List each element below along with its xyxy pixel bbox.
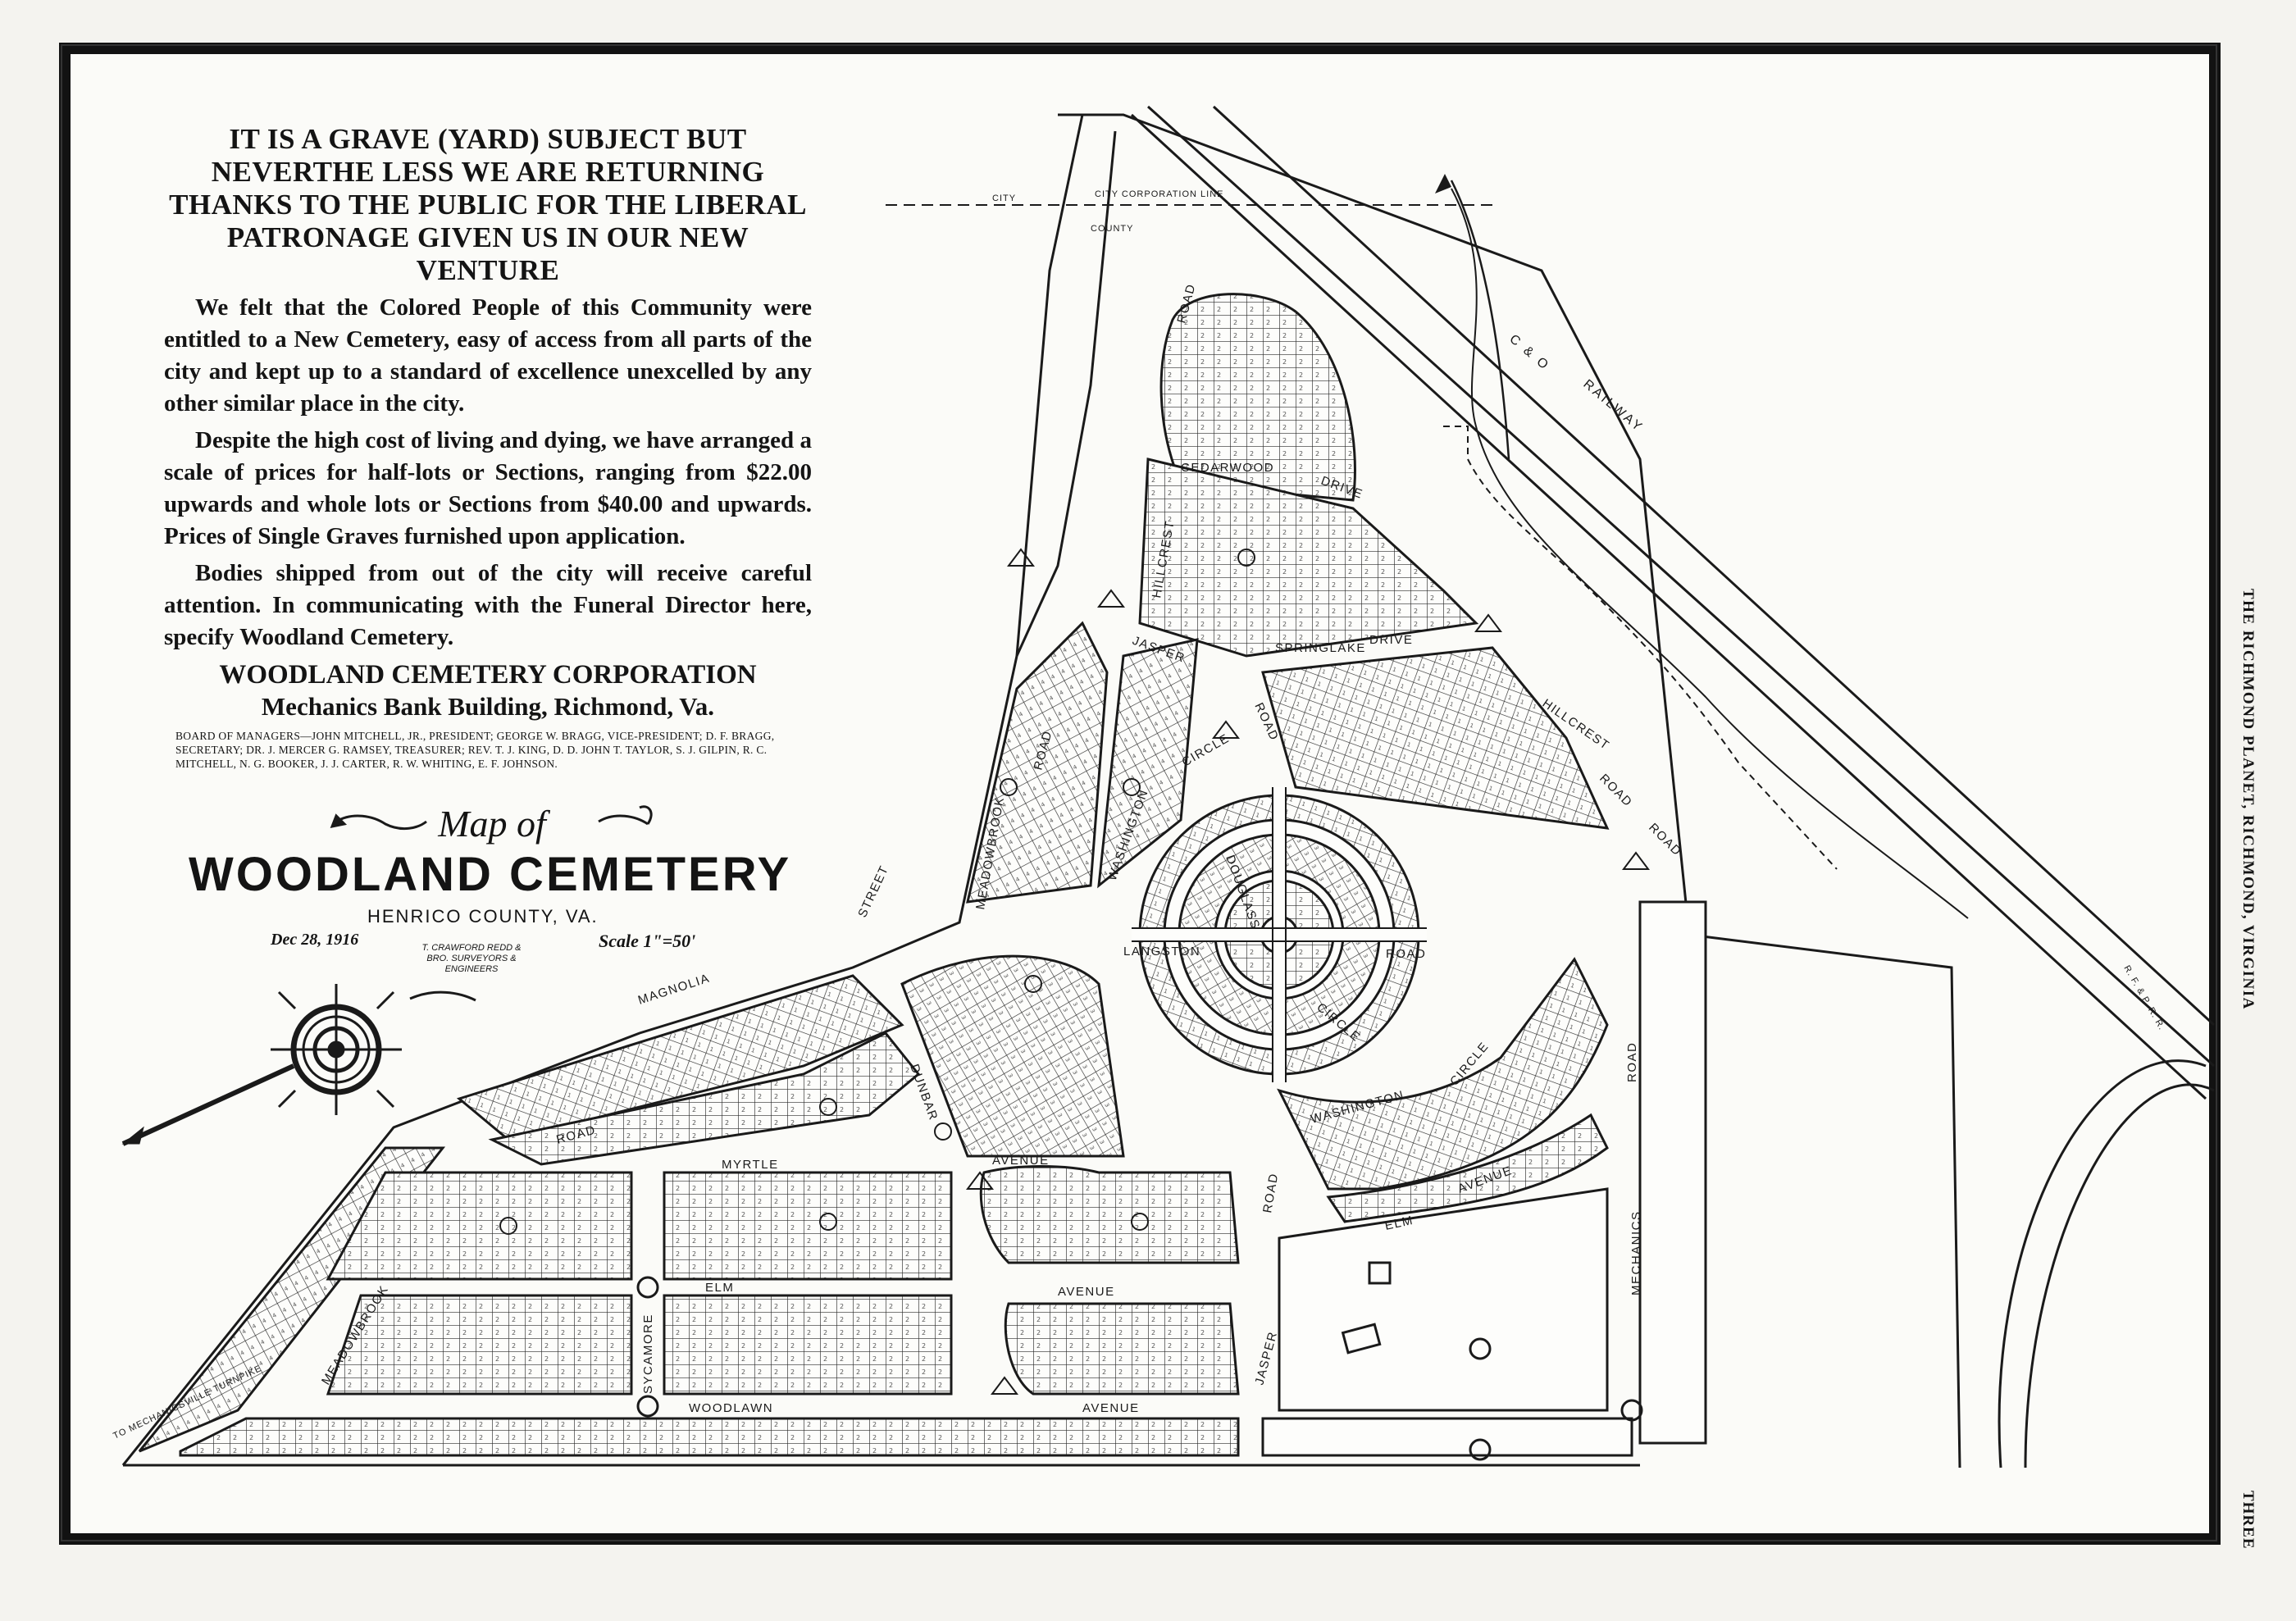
north-arrow-curve (1450, 180, 1510, 460)
label-magnolia: MAGNOLIA (636, 971, 712, 1007)
label-avenue-myrtle: AVENUE (992, 1154, 1050, 1168)
section-springlake (1261, 646, 1610, 830)
section-west-wedge (966, 621, 1109, 904)
label-myrtle: MYRTLE (722, 1158, 779, 1172)
label-street: STREET (855, 863, 891, 920)
washington-circle (1132, 787, 1427, 1082)
ad-board-of-managers: BOARD OF MANAGERS—JOHN MITCHELL, JR., Pr… (175, 730, 775, 770)
section-woodlawn (179, 1417, 1240, 1457)
compass-rose (121, 984, 402, 1146)
map-ornaments (330, 805, 653, 1002)
label-sycamore: SYCAMORE (641, 1314, 655, 1394)
section-myrtle-w (326, 1171, 633, 1281)
label-railway: RAILWAY (1580, 377, 1646, 435)
section-north-lobe (1159, 293, 1356, 502)
label-city-corporation: CITY CORPORATION LINE (1095, 189, 1224, 199)
section-magnolia (456, 974, 904, 1141)
creek (1451, 188, 1969, 919)
section-elm-w (326, 1294, 633, 1396)
label-road-hillcrest: ROAD (1597, 772, 1635, 810)
advertisement: IT IS A GRAVE (YARD) SUBJECT BUT NEVERTH… (164, 123, 812, 771)
ad-paragraph: We felt that the Colored People of this … (164, 294, 812, 417)
rail-lines (1130, 105, 2216, 1468)
section-elm-east (1326, 1113, 1609, 1223)
label-avenue-woodlawn: AVENUE (1082, 1401, 1140, 1415)
road-markers (499, 548, 1650, 1395)
surveyor-credit: T. CRAWFORD REDD & BRO. SURVEYORS & ENGI… (421, 943, 522, 974)
label-drive-springlake: DRIVE (1369, 633, 1413, 647)
map-date-row: Dec 28, 1916 Scale 1"=50' (180, 931, 804, 955)
label-cedarwood: CEDARWOOD (1181, 461, 1274, 475)
section-myrtle-c (663, 1171, 953, 1281)
section-east-arc (1277, 957, 1609, 1191)
north-arrow-head (1435, 174, 1451, 194)
section-elm-e (1004, 1302, 1240, 1396)
label-avenue-elm-west: AVENUE (1058, 1285, 1115, 1299)
ad-address: Mechanics Bank Building, Richmond, Va. (261, 692, 715, 721)
ad-corporation: WOODLAND CEMETERY CORPORATION (219, 660, 757, 690)
label-road-langston: ROAD (1386, 947, 1426, 961)
page-number: THREE (2232, 1491, 2265, 1550)
page-number-text: THREE (2239, 1491, 2257, 1550)
map-of-label: Map of (438, 803, 546, 845)
section-dunbar (900, 954, 1125, 1158)
lot-sections (138, 293, 1610, 1457)
section-elm-c (663, 1294, 953, 1396)
map-title: WOODLAND CEMETERY (189, 848, 792, 901)
label-road-jasper: ROAD (1260, 1172, 1281, 1214)
map-title-block: Map of WOODLAND CEMETERY HENRICO COUNTY,… (180, 799, 804, 955)
label-road-mechanics: ROAD (1625, 1042, 1639, 1082)
section-magnolia-inner (488, 1031, 921, 1166)
label-springlake: SPRINGLAKE (1275, 641, 1366, 655)
label-mechanics: MECHANICS (1629, 1210, 1643, 1295)
section-meadowbrook-n (1097, 638, 1199, 889)
map-date: Dec 28, 1916 (271, 931, 359, 949)
section-myrtle-e (979, 1165, 1240, 1264)
newspaper-caption: THE RICHMOND PLANET, RICHMOND, VIRGINIA (2230, 589, 2263, 1450)
label-railway-co: C & O (1506, 332, 1552, 374)
property-dashed-line (1443, 426, 1838, 870)
open-field (636, 900, 1707, 1461)
map-county: HENRICO COUNTY, VA. (367, 906, 599, 927)
label-langston: LANGSTON (1123, 945, 1200, 958)
label-elm-east: ELM (1383, 1213, 1414, 1233)
label-city: CITY (992, 194, 1016, 203)
map-scale: Scale 1"=50' (599, 931, 696, 951)
section-hillcrest (1138, 458, 1479, 658)
label-elm-west: ELM (705, 1281, 734, 1295)
label-county: COUNTY (1091, 224, 1133, 234)
label-jasper-south: JASPER (1252, 1330, 1280, 1387)
ad-paragraph: Bodies shipped from out of the city will… (164, 560, 812, 650)
newspaper-caption-text: THE RICHMOND PLANET, RICHMOND, VIRGINIA (2239, 589, 2257, 1010)
label-woodlawn: WOODLAWN (689, 1401, 773, 1415)
ad-headline: IT IS A GRAVE (YARD) SUBJECT BUT NEVERTH… (169, 123, 807, 286)
outer-boundary (121, 113, 1961, 1468)
ad-paragraph: Despite the high cost of living and dyin… (164, 427, 812, 549)
